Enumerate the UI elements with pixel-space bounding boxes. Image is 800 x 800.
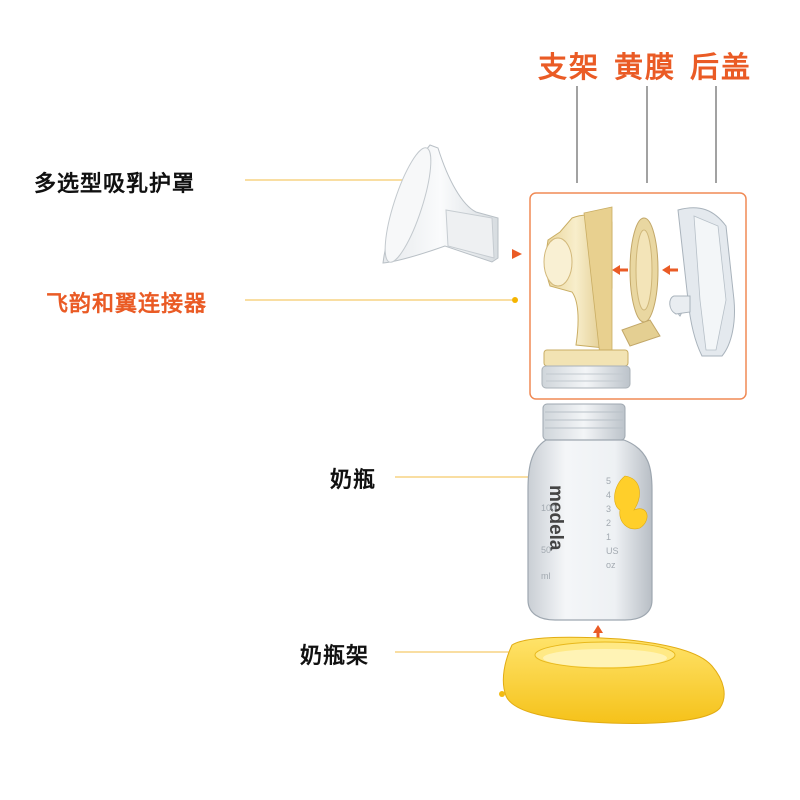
label-yellow-membrane: 黄膜 — [614, 44, 676, 86]
ml-mark-100: 100 — [541, 500, 561, 516]
label-connector: 飞韵和翼连接器 — [46, 286, 207, 318]
bottle-ml-markings: 100 50 ml — [541, 500, 561, 584]
oz-mark-1: 1 — [606, 530, 624, 544]
top-callout-lines — [577, 86, 716, 183]
yellow-membrane — [622, 218, 660, 346]
ml-mark-unit: ml — [541, 568, 561, 584]
oz-mark-3: 3 — [606, 502, 624, 516]
connector-body — [542, 207, 630, 388]
oz-mark-5: 5 — [606, 474, 624, 488]
label-breast-shield: 多选型吸乳护罩 — [34, 166, 195, 198]
ml-mark-50: 50 — [541, 542, 561, 558]
oz-mark-unit: oz — [606, 558, 624, 572]
label-frame: 支架 — [538, 44, 600, 86]
label-back-cover: 后盖 — [690, 44, 752, 86]
oz-mark-us: US — [606, 544, 624, 558]
back-cover — [670, 208, 735, 356]
label-bottle: 奶瓶 — [330, 462, 376, 494]
breast-shield — [376, 144, 498, 267]
bottle-stand — [499, 637, 724, 723]
label-bottle-stand: 奶瓶架 — [300, 638, 369, 670]
oz-mark-2: 2 — [606, 516, 624, 530]
oz-mark-4: 4 — [606, 488, 624, 502]
bottle-oz-markings: 5 4 3 2 1 US oz — [606, 474, 624, 572]
